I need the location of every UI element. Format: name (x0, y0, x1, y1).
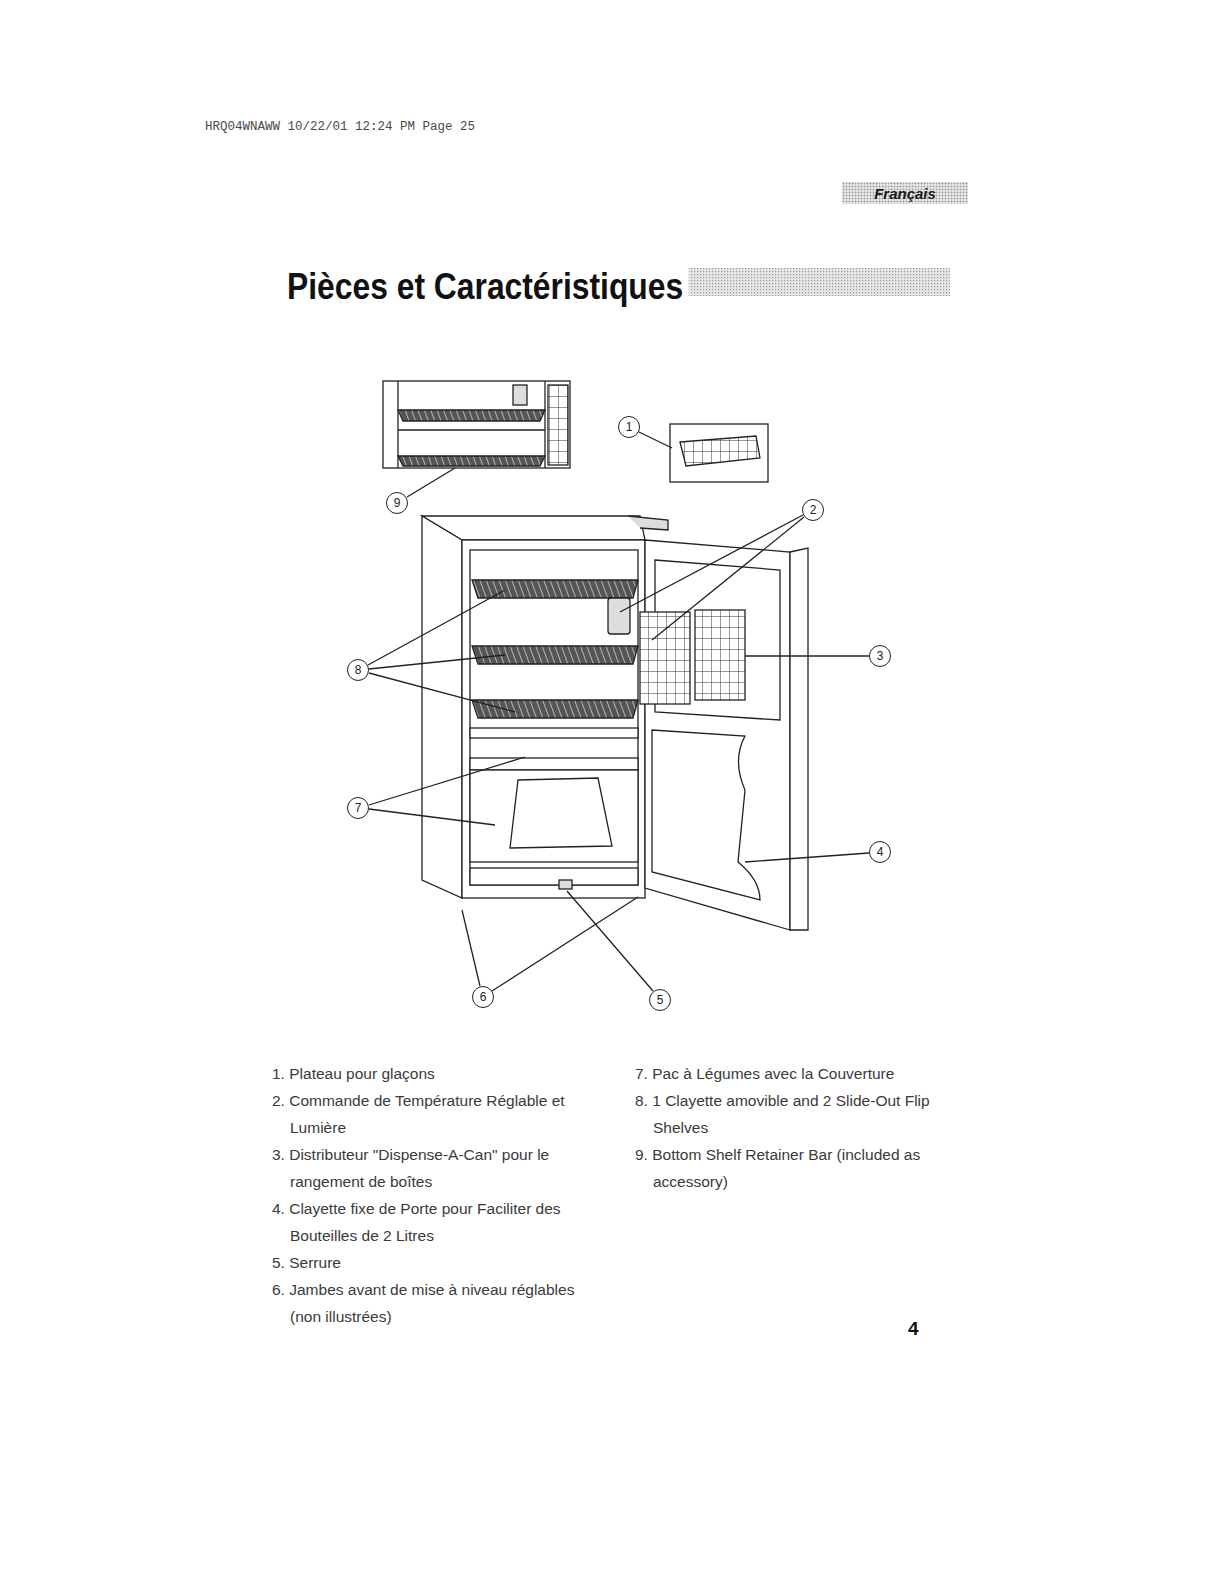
leader-line (369, 757, 525, 805)
hinge (628, 516, 668, 530)
inset-shelf (398, 456, 545, 466)
leader-line (368, 590, 505, 665)
leader-line (567, 891, 653, 991)
page-title: Pièces et Caractéristiques (287, 266, 688, 308)
leader-line (369, 673, 515, 712)
callout-number: 6 (472, 986, 494, 1008)
callout-number: 2 (802, 499, 824, 521)
door-bin (652, 730, 760, 900)
leader-line (369, 655, 505, 669)
inset-shelf (398, 410, 545, 421)
callout-text: 2 (810, 503, 817, 517)
cabinet-side (422, 516, 462, 898)
crisper-cover (470, 758, 638, 770)
can-dispenser (640, 612, 690, 704)
part-list-item: 9. Bottom Shelf Retainer Bar (included a… (635, 1141, 953, 1195)
door-liner (645, 540, 790, 930)
callout-text: 9 (394, 496, 401, 510)
temperature-control (608, 598, 630, 634)
shelf (472, 646, 638, 664)
crisper-cover (470, 728, 638, 738)
part-list-item: 5. Serrure (272, 1249, 590, 1276)
base-grille (470, 868, 638, 885)
callout-text: 5 (657, 993, 664, 1007)
can-dispenser (695, 610, 745, 700)
part-list-item: 8. 1 Clayette amovible and 2 Slide-Out F… (635, 1087, 953, 1141)
shelf (472, 700, 638, 718)
crisper-drawer (470, 770, 638, 862)
leader-line (369, 809, 495, 825)
inset-frame (383, 381, 570, 468)
page-number: 4 (908, 1318, 919, 1340)
leader-line (652, 517, 804, 640)
lock (559, 880, 572, 889)
callout-text: 7 (355, 801, 362, 815)
leader-line (462, 910, 480, 986)
leader-line (407, 468, 455, 497)
door-edge (790, 548, 808, 930)
inset-frame (670, 424, 768, 482)
callout-number: 8 (347, 659, 369, 681)
leader-line (639, 432, 672, 448)
shelf (472, 580, 638, 598)
callout-text: 8 (355, 663, 362, 677)
callout-number: 1 (618, 416, 640, 438)
retainer-bar (398, 429, 545, 430)
callout-text: 1 (626, 420, 633, 434)
crisper-handle (510, 778, 612, 848)
inset-can-rack (548, 385, 568, 465)
inset-wall (544, 381, 545, 468)
leader-line (492, 897, 638, 991)
callout-text: 6 (480, 990, 487, 1004)
part-list-item: 4. Clayette fixe de Porte pour Faciliter… (272, 1195, 590, 1249)
part-list-item: 7. Pac à Légumes avec la Couverture (635, 1060, 953, 1087)
tab-text: Français (874, 185, 936, 202)
callout-number: 5 (649, 989, 671, 1011)
print-header: HRQ04WNAWW 10/22/01 12:24 PM Page 25 (205, 119, 475, 135)
leader-line (745, 853, 869, 862)
callout-text: 4 (877, 845, 884, 859)
callout-number: 7 (347, 797, 369, 819)
inset-wall (397, 381, 398, 468)
ice-tray (680, 436, 760, 466)
leader-line (745, 655, 869, 656)
callout-number: 4 (869, 841, 891, 863)
part-list-item: 2. Commande de Température Réglable et L… (272, 1087, 590, 1141)
language-tab: Français (842, 182, 968, 204)
callout-text: 3 (877, 649, 884, 663)
part-list-item: 3. Distributeur "Dispense-A-Can" pour le… (272, 1141, 590, 1195)
part-list-item: 1. Plateau pour glaçons (272, 1060, 590, 1087)
callout-number: 9 (386, 492, 408, 514)
part-list-item: 6. Jambes avant de mise à niveau réglabl… (272, 1276, 590, 1330)
cabinet-interior (470, 550, 638, 885)
callout-number: 3 (869, 645, 891, 667)
leader-line (620, 515, 803, 612)
cabinet-front (462, 540, 645, 898)
inset-control (513, 385, 527, 405)
